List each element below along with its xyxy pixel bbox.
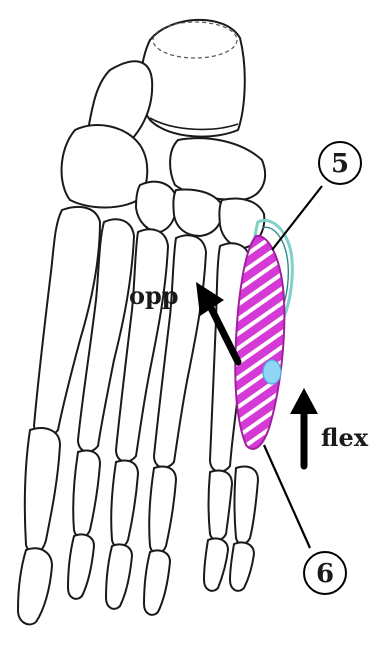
light-blue-patch [263,360,281,384]
talus-bone [141,20,245,137]
metatarsal-bones [34,207,250,472]
flex-arrow [290,388,318,466]
leader-line-5 [272,186,322,250]
opp-label: opp [129,281,179,310]
flex-label: flex [321,423,369,452]
marker-6-label: 6 [316,559,334,589]
marker-5-label: 5 [331,149,349,179]
